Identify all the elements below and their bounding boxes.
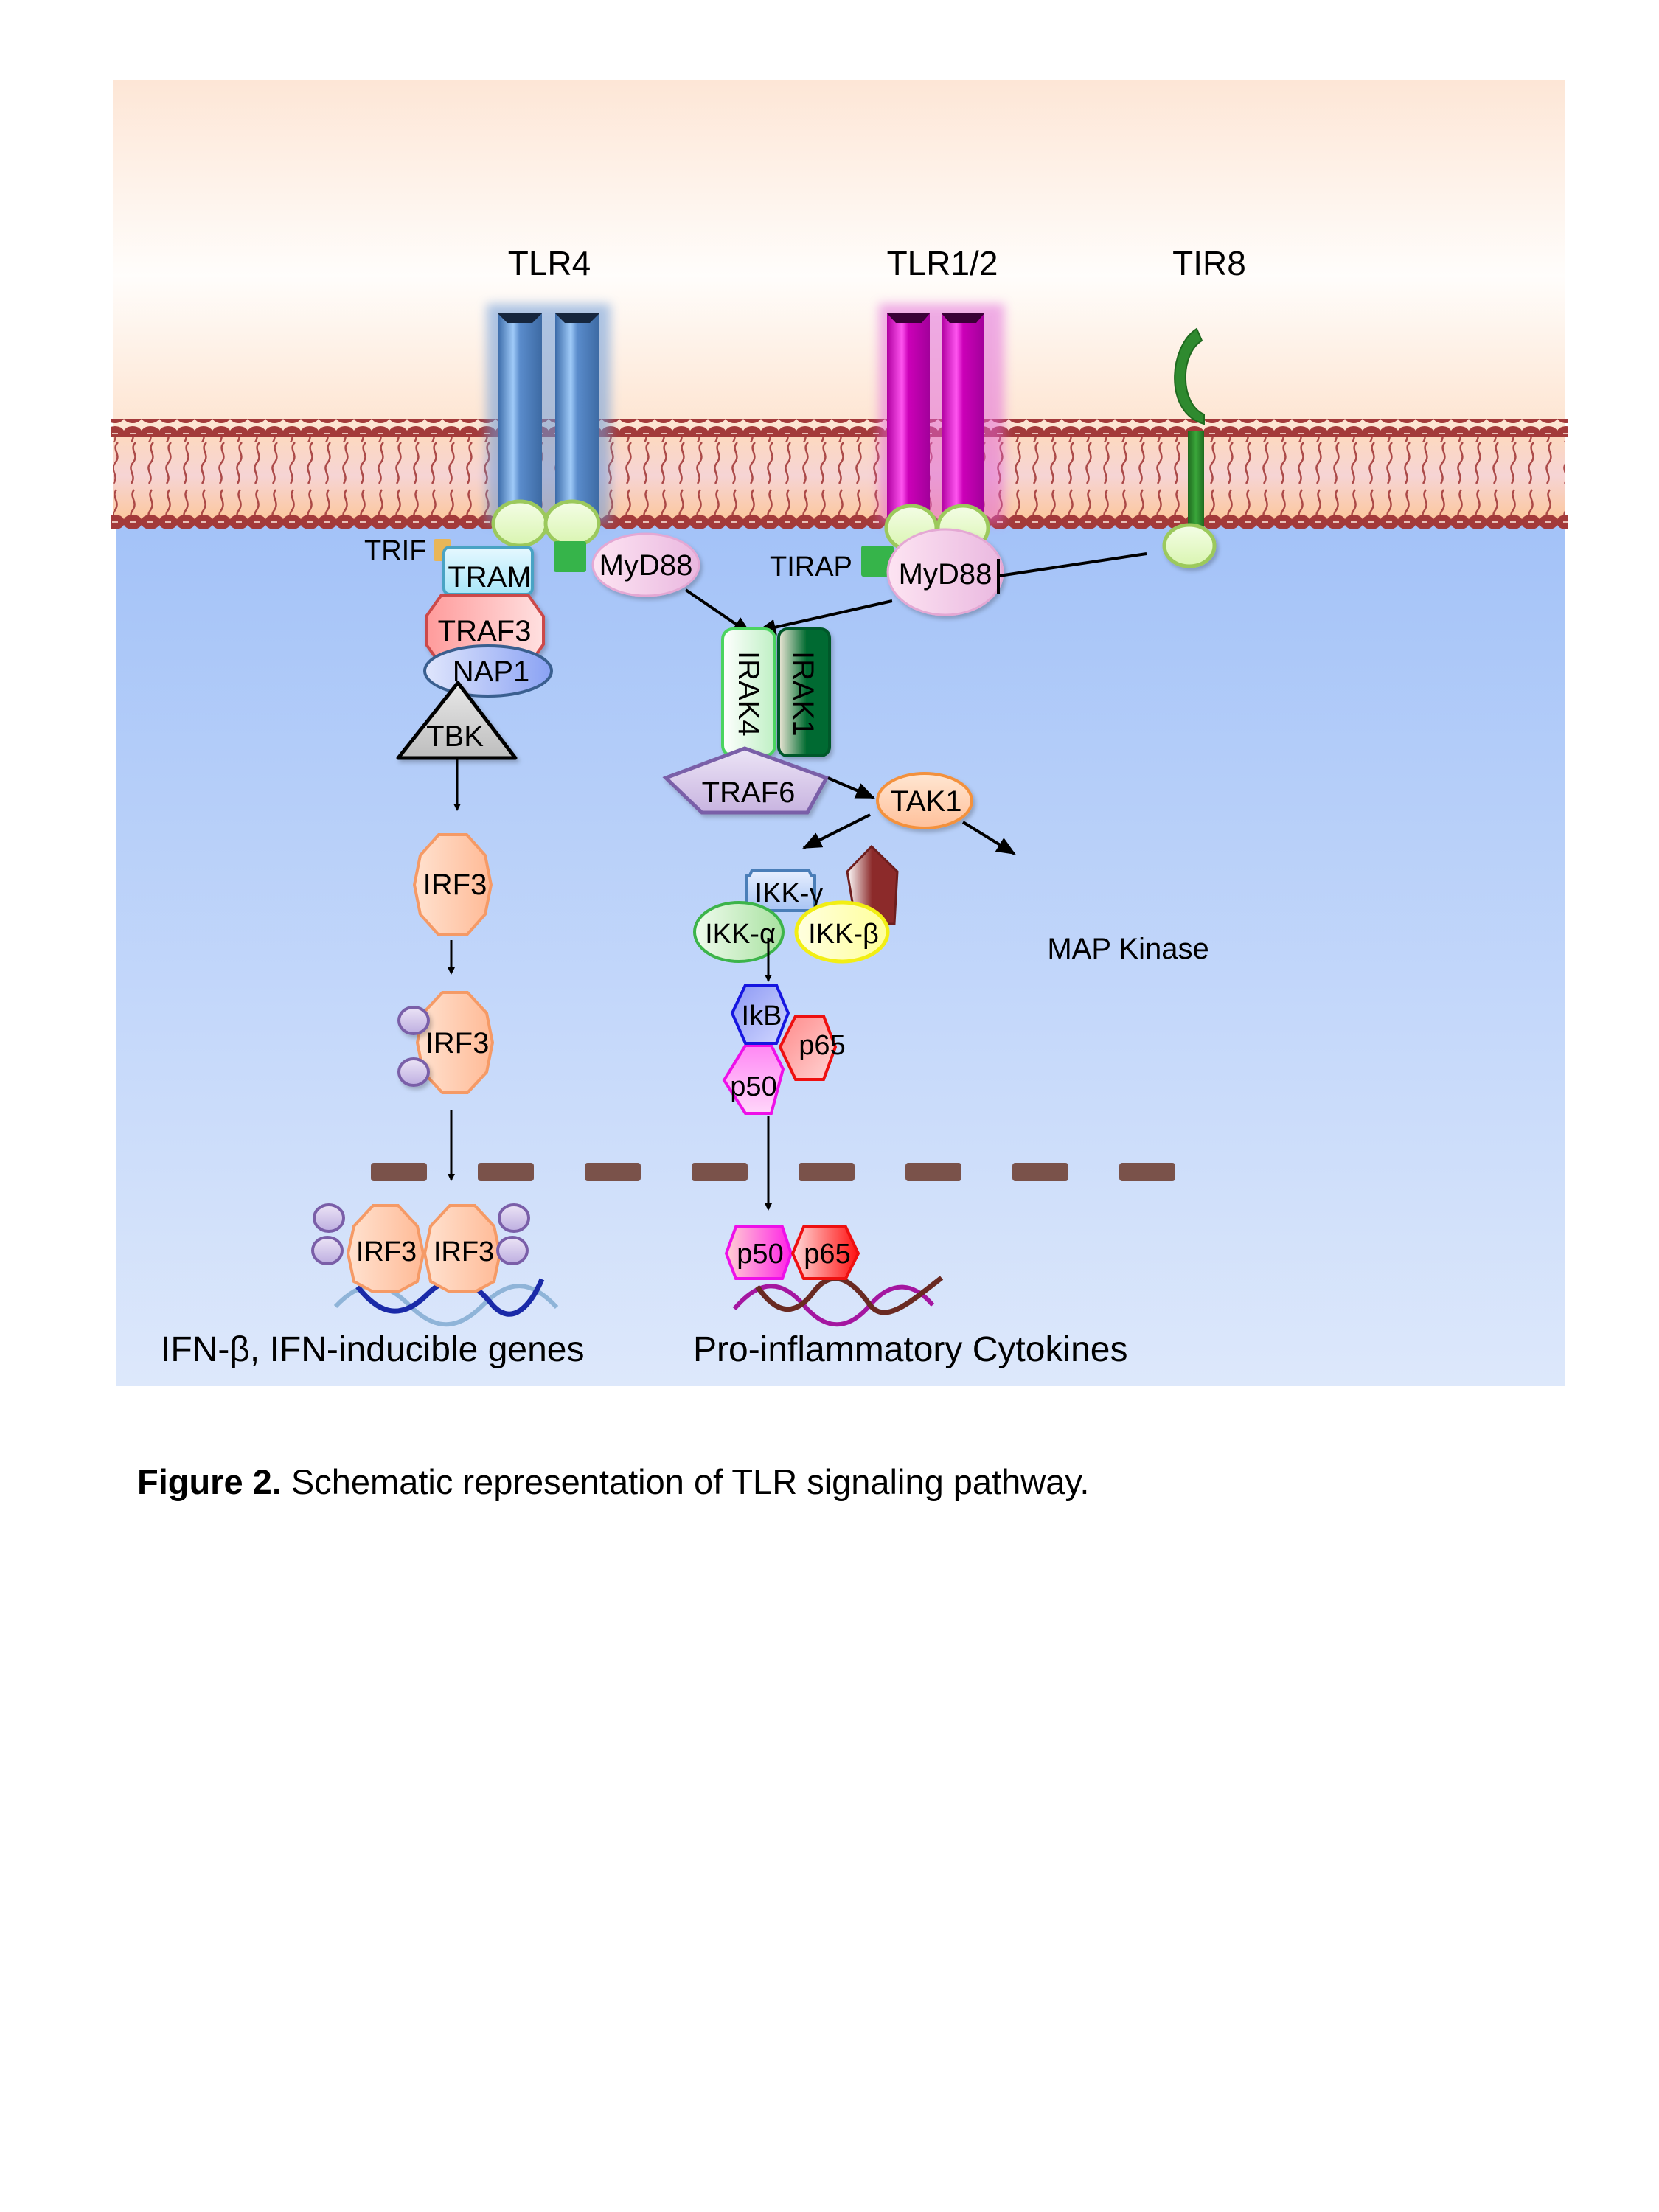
phosphate-icon [311, 1236, 344, 1265]
nuclear-p50-label: p50 [737, 1239, 783, 1270]
ikk-beta-node [794, 900, 890, 964]
tirap-label: TIRAP [770, 552, 852, 582]
tbk-label: TBK [426, 720, 484, 753]
extracellular-space [113, 80, 1565, 436]
nuclear-p65-label: p65 [804, 1239, 850, 1270]
tir8-receptor [1162, 327, 1217, 568]
figure-caption-label: Figure 2. [137, 1462, 282, 1501]
tak1-label: TAK1 [890, 785, 961, 818]
ikk-alpha-label: IKK-α [705, 919, 776, 950]
traf6-node [662, 746, 830, 815]
dna-helix-cytokines [732, 1276, 944, 1327]
figure-caption: Figure 2. Schematic representation of TL… [137, 1461, 1089, 1502]
tirap-square [861, 546, 894, 577]
nap1-label: NAP1 [453, 655, 530, 688]
tlr12-label: TLR1/2 [887, 244, 998, 282]
traf3-label: TRAF3 [438, 615, 532, 647]
tlr12-receptor [879, 304, 1004, 552]
irf3-dimer-label-2: IRF3 [434, 1237, 494, 1267]
irak4-label: IRAK4 [732, 651, 765, 737]
cytokines-output-label: Pro-inflammatory Cytokines [693, 1330, 1128, 1369]
p50-node [722, 1044, 785, 1115]
myd88-right-node [886, 528, 1004, 616]
tlr4-label: TLR4 [508, 244, 591, 282]
ikk-beta-label: IKK-β [808, 919, 879, 950]
arrow-myd88-left-irak [684, 588, 752, 636]
tbk-node [396, 681, 518, 760]
arrow-tak1-mapk [961, 821, 1016, 855]
nuclear-p65-node [790, 1225, 860, 1280]
arrow-myd88-right-irak [757, 599, 893, 636]
myd88-left-label: MyD88 [599, 549, 693, 582]
p50-label: p50 [730, 1071, 776, 1102]
irf3-node [412, 833, 493, 936]
tir8-label: TIR8 [1172, 244, 1246, 282]
plasma-membrane [111, 419, 1568, 529]
ikb-label: IkB [742, 1001, 782, 1032]
p65-label: p65 [799, 1030, 845, 1061]
traf6-label: TRAF6 [702, 776, 796, 809]
nuclear-envelope [371, 1163, 1175, 1181]
arrow-traf6-tak1 [827, 776, 875, 799]
tlr4-receptor [487, 304, 611, 548]
tak1-node [876, 772, 973, 830]
irak1-node [777, 627, 831, 757]
tram-label: TRAM [448, 561, 531, 594]
nuclear-p50-node [724, 1225, 793, 1280]
map-kinase-label: MAP Kinase [1047, 933, 1208, 965]
myd88-right-label: MyD88 [899, 558, 992, 591]
irf3-dimer [311, 1203, 530, 1293]
ikk-alpha-node [693, 901, 785, 963]
phosphate-icon [397, 1006, 430, 1035]
tir8-inhibition-line [998, 552, 1147, 577]
irf3-label: IRF3 [423, 869, 487, 901]
p65-node [778, 1015, 838, 1081]
tram-green-square [554, 541, 586, 572]
phosphate-icon [397, 1057, 430, 1087]
phosphate-icon [313, 1203, 345, 1233]
trif-label: TRIF [364, 535, 426, 566]
phosphate-icon [498, 1203, 530, 1233]
irf3-dimer-label-1: IRF3 [356, 1237, 417, 1267]
myd88-left-node [591, 532, 700, 597]
irf3-phos-label: IRF3 [425, 1027, 490, 1060]
irf3-phosphorylated [397, 991, 495, 1094]
ikb-node [730, 984, 790, 1045]
irak1-label: IRAK1 [787, 651, 819, 737]
phosphate-icon [496, 1236, 529, 1265]
ikk-gamma-label: IKK-γ [755, 878, 824, 909]
arrow-tak1-ikk [802, 813, 871, 849]
figure-caption-text: Schematic representation of TLR signalin… [281, 1462, 1090, 1501]
ifn-output-label: IFN-β, IFN-inducible genes [161, 1330, 584, 1369]
